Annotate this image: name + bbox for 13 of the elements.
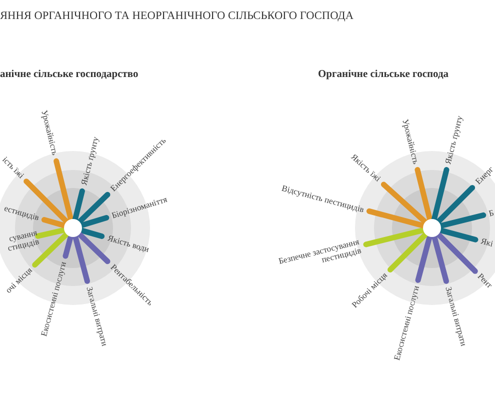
chart-subtitle: Органічне сільське господа: [318, 69, 449, 80]
axis-label: Загальні витрати: [84, 286, 109, 347]
axis-label: Які: [480, 236, 494, 249]
axis-label: Якість ґрунту: [79, 136, 100, 186]
axis-label: ість їжі: [1, 155, 26, 180]
axis-label: Якість води: [106, 234, 150, 254]
axis-label: Загальні витрати: [443, 286, 468, 347]
axis-label: Б: [488, 208, 495, 218]
chart-subtitle: анічне сільське господарство: [0, 69, 138, 80]
diagram-title: ЯННЯ ОРГАНІЧНОГО ТА НЕОРГАНІЧНОГО СІЛЬСЬКОГО ГОСПОДА: [0, 10, 354, 22]
axis-label: Якість ґрунту: [444, 114, 464, 166]
axis-label: сування стицидів: [6, 228, 40, 254]
axis-label: естицидів: [2, 204, 40, 222]
